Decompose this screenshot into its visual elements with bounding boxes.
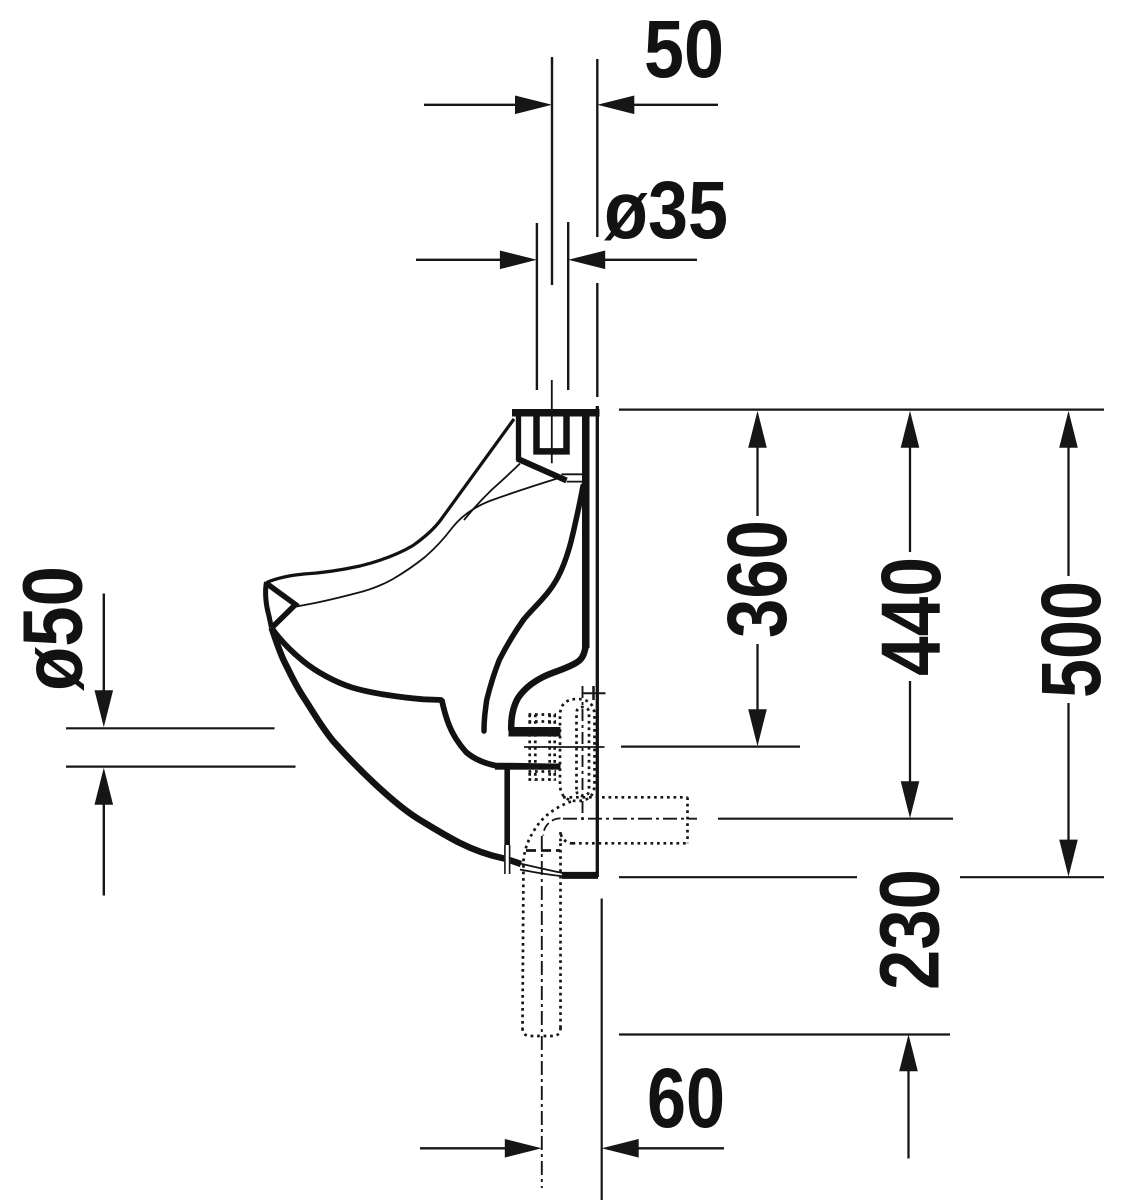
svg-text:50: 50 [644,4,724,95]
svg-text:ø35: ø35 [604,165,728,256]
svg-text:ø50: ø50 [6,566,100,691]
svg-text:60: 60 [647,1051,725,1145]
svg-text:500: 500 [1024,581,1118,698]
svg-text:230: 230 [863,869,957,990]
svg-text:360: 360 [710,520,804,638]
svg-text:440: 440 [864,557,958,676]
